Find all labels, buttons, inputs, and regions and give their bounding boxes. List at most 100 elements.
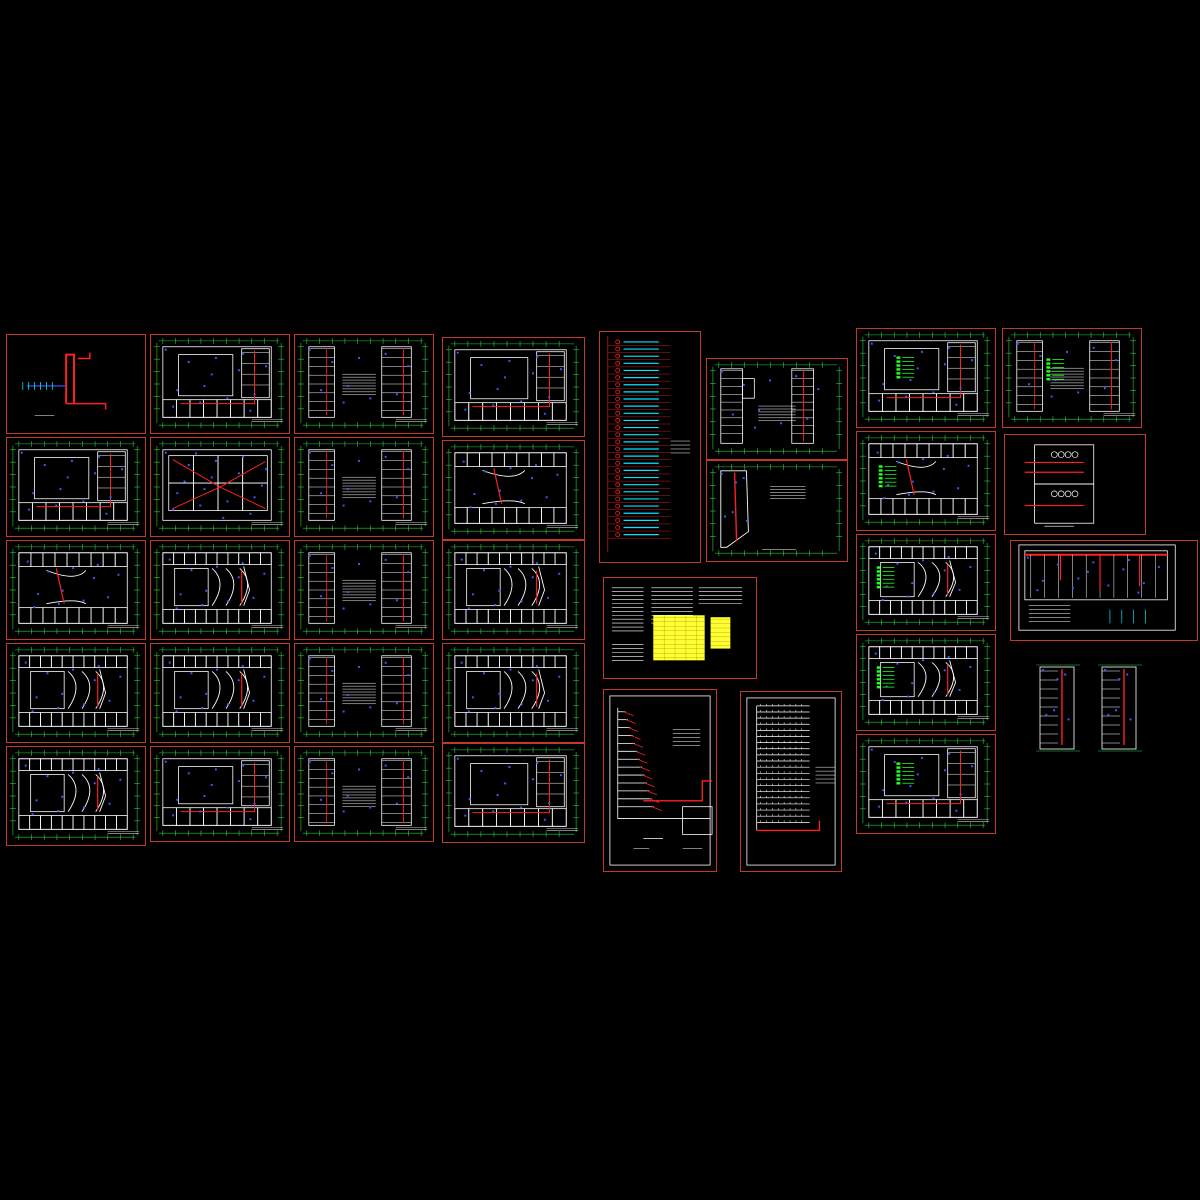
equipment-marker [885, 585, 888, 588]
room [510, 402, 525, 421]
main-hall [884, 348, 940, 391]
floor-branch [623, 711, 634, 717]
room [890, 546, 902, 559]
equipment-marker [320, 698, 323, 701]
equipment-marker [168, 558, 171, 561]
floor-plan-sheet [150, 643, 290, 743]
equipment-marker [265, 776, 268, 779]
room [476, 609, 489, 624]
equipment-marker [967, 464, 970, 467]
legend-symbol [615, 525, 620, 530]
equipment-marker [464, 408, 467, 411]
seating-arc [95, 774, 105, 812]
room [30, 552, 44, 567]
room [879, 546, 891, 559]
equipment-marker [504, 782, 507, 785]
equipment-marker [897, 461, 900, 464]
room [162, 609, 175, 624]
stage-box [880, 562, 915, 598]
room [868, 498, 882, 515]
equipment-marker [1103, 387, 1106, 390]
equipment-marker [172, 508, 175, 511]
sheet-drawing [445, 340, 580, 432]
equipment-marker [1118, 678, 1121, 681]
seating-arc [945, 662, 955, 697]
seating-arc [931, 662, 941, 697]
equipment-marker [66, 476, 69, 479]
room [72, 502, 87, 521]
equipment-marker [308, 554, 311, 557]
room [955, 700, 967, 715]
room [955, 546, 967, 559]
equipment-marker [874, 552, 877, 555]
legend-swatch [896, 782, 901, 785]
equipment-marker [226, 703, 229, 706]
equipment-marker [320, 389, 323, 392]
equipment-marker [494, 603, 497, 606]
main-hall [34, 457, 90, 500]
equipment-marker [346, 385, 349, 388]
side-wall [949, 660, 957, 697]
room [249, 655, 261, 668]
room [83, 655, 96, 668]
room [18, 712, 31, 727]
legend-swatch [1046, 370, 1051, 373]
room [952, 443, 966, 458]
legend-symbol [615, 517, 620, 523]
equipment-marker [96, 563, 99, 566]
legend-symbol [615, 403, 620, 409]
room [217, 455, 244, 484]
legend-swatch [896, 774, 901, 777]
room [72, 815, 85, 830]
room [173, 552, 185, 565]
room [496, 402, 511, 421]
room [909, 799, 924, 818]
equipment-marker [342, 810, 345, 813]
room [205, 609, 218, 624]
room [31, 502, 47, 521]
legend-swatch [878, 484, 883, 488]
room [83, 815, 96, 830]
room [102, 552, 116, 567]
room [192, 482, 219, 511]
equipment-marker [265, 468, 268, 471]
equipment-marker [958, 588, 961, 591]
equipment-marker [203, 488, 206, 491]
equipment-marker [82, 599, 85, 602]
room [468, 402, 484, 421]
equipment-marker [205, 692, 208, 695]
room [242, 482, 268, 511]
equipment-marker [331, 464, 334, 467]
sheet-drawing [746, 697, 836, 866]
room [916, 443, 930, 458]
equipment-marker [32, 492, 35, 495]
sheet-drawing [609, 695, 713, 866]
pump-plan [1034, 444, 1095, 485]
room [554, 552, 567, 565]
equipment-marker [175, 607, 178, 610]
equipment-marker [882, 789, 885, 792]
room [911, 646, 924, 659]
sheet-drawing [709, 361, 843, 455]
equipment-marker [308, 348, 311, 351]
equipment-marker [1107, 584, 1110, 587]
sprinkler-pipe [493, 468, 503, 504]
equipment-marker [1045, 713, 1048, 716]
equipment-marker [769, 379, 772, 382]
room [895, 393, 910, 412]
equipment-marker [498, 589, 501, 592]
wing-plan-sheet [294, 334, 434, 434]
floor-plan-sheet [6, 437, 146, 537]
equipment-marker [176, 492, 179, 495]
equipment-marker [509, 467, 512, 470]
equipment-marker [249, 818, 252, 821]
equipment-marker [758, 409, 760, 412]
room [94, 712, 106, 727]
equipment-marker [1064, 673, 1067, 676]
legend-swatch [876, 674, 881, 677]
equipment-marker [911, 682, 914, 685]
equipment-marker [242, 764, 245, 767]
room [18, 502, 33, 521]
seating-arc [81, 671, 91, 709]
equipment-marker [384, 558, 387, 561]
